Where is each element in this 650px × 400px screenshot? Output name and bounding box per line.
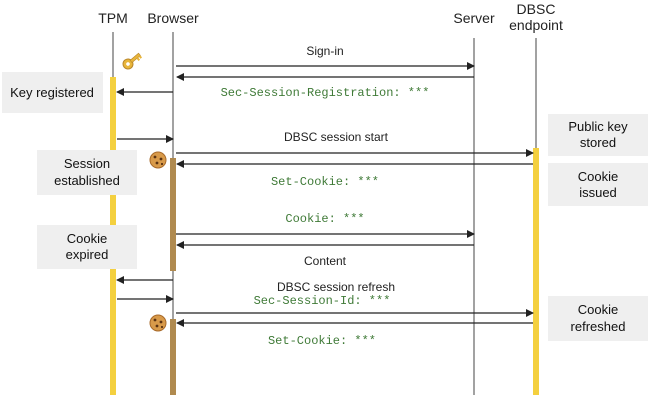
note-cookie-expired-line2: expired	[66, 247, 109, 262]
note-key-registered-text: Key registered	[10, 85, 94, 100]
note-session-established-line1: Session	[64, 156, 110, 171]
participant-browser: Browser	[147, 10, 199, 26]
note-cookie-refreshed-line2: refreshed	[571, 319, 626, 334]
participant-dbsc-line1: DBSC	[517, 1, 556, 17]
note-public-key-stored	[548, 114, 648, 156]
label-content: Content	[304, 254, 347, 268]
note-cookie-issued	[548, 163, 648, 206]
label-set-cookie-1: Set-Cookie: ***	[271, 175, 379, 189]
note-cookie-expired	[37, 225, 137, 269]
label-sec-session-id: Sec-Session-Id: ***	[254, 294, 391, 308]
label-set-cookie-2: Set-Cookie: ***	[268, 334, 376, 348]
note-cookie-refreshed	[548, 296, 648, 341]
cookie-icon	[149, 151, 167, 169]
label-cookie: Cookie: ***	[285, 212, 364, 226]
label-dbsc-session-start: DBSC session start	[284, 130, 389, 144]
dbsc-activation-bar	[533, 148, 539, 395]
note-cookie-refreshed-line1: Cookie	[578, 302, 618, 317]
note-session-established	[37, 150, 137, 195]
label-signin: Sign-in	[306, 44, 343, 58]
participant-server: Server	[453, 10, 495, 26]
browser-activation-bar-1	[170, 158, 176, 271]
key-icon	[122, 52, 143, 70]
cookie-icon	[149, 314, 167, 332]
participant-tpm: TPM	[98, 10, 128, 26]
participant-dbsc-line2: endpoint	[509, 17, 563, 33]
label-dbsc-session-refresh: DBSC session refresh	[277, 280, 395, 294]
browser-activation-bar-2	[170, 319, 176, 395]
note-cookie-issued-line2: issued	[579, 185, 617, 200]
note-session-established-line2: established	[54, 173, 120, 188]
label-sec-session-registration: Sec-Session-Registration: ***	[221, 86, 430, 100]
note-cookie-expired-line1: Cookie	[67, 231, 107, 246]
note-cookie-issued-line1: Cookie	[578, 169, 618, 184]
note-public-key-stored-line2: stored	[580, 135, 616, 150]
note-key-registered	[2, 72, 103, 113]
note-public-key-stored-line1: Public key	[568, 119, 628, 134]
